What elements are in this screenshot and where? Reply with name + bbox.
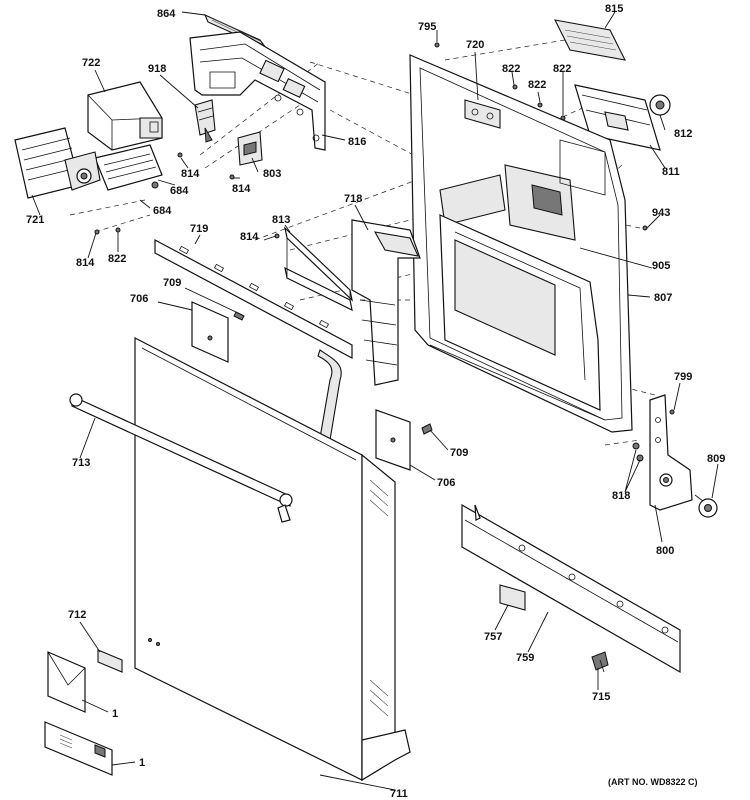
callout-811: 811 bbox=[662, 166, 680, 178]
callout-816: 816 bbox=[348, 136, 366, 148]
callout-818: 818 bbox=[612, 490, 630, 502]
outer-door-panel bbox=[134, 337, 411, 782]
motor-721 bbox=[14, 127, 101, 199]
callout-822-d: 822 bbox=[108, 253, 126, 265]
callout-822-b: 822 bbox=[528, 79, 546, 91]
callout-720: 720 bbox=[466, 39, 484, 51]
insulation-706-lower bbox=[375, 409, 411, 471]
control-panel-719 bbox=[154, 239, 353, 441]
callout-814-a: 814 bbox=[181, 168, 200, 180]
label-757 bbox=[499, 584, 526, 611]
screw-709 bbox=[233, 311, 433, 435]
handle-bar-713 bbox=[69, 393, 293, 523]
wheel-809 bbox=[694, 494, 718, 518]
leader-lines bbox=[31, 11, 719, 791]
control-bracket-816 bbox=[189, 31, 326, 151]
badge-712 bbox=[97, 649, 123, 673]
callout-822-a: 822 bbox=[502, 63, 520, 75]
washer-818 bbox=[632, 442, 644, 462]
callout-757: 757 bbox=[484, 631, 502, 643]
callout-684-a: 684 bbox=[170, 185, 189, 197]
callout-795: 795 bbox=[418, 21, 436, 33]
inner-door-panel-807 bbox=[409, 54, 633, 433]
connector-684 bbox=[94, 144, 163, 191]
callout-809: 809 bbox=[707, 453, 725, 465]
callout-709-a: 709 bbox=[163, 277, 181, 289]
callout-803: 803 bbox=[263, 168, 281, 180]
bracket-813 bbox=[284, 226, 353, 312]
callout-814-d: 814 bbox=[76, 257, 95, 269]
callout-715: 715 bbox=[592, 691, 610, 703]
callout-722: 722 bbox=[82, 57, 100, 69]
knob-812 bbox=[649, 94, 671, 116]
callout-706-a: 706 bbox=[130, 293, 148, 305]
vent-duct-718 bbox=[351, 219, 421, 386]
callout-822-c: 822 bbox=[553, 63, 571, 75]
callout-905: 905 bbox=[652, 260, 670, 272]
kick-plate-759 bbox=[461, 503, 681, 674]
callout-800: 800 bbox=[656, 545, 674, 557]
hinge-800 bbox=[649, 394, 693, 511]
screw-715 bbox=[591, 651, 609, 673]
callout-1-a: 1 bbox=[112, 708, 118, 720]
insulation-706-upper bbox=[191, 301, 229, 363]
callout-943: 943 bbox=[652, 207, 670, 219]
switch-918 bbox=[194, 99, 216, 143]
callout-759: 759 bbox=[516, 652, 534, 664]
callout-684-b: 684 bbox=[153, 205, 172, 217]
callout-709-b: 709 bbox=[450, 447, 468, 459]
callout-711: 711 bbox=[390, 788, 408, 800]
callout-814-c: 814 bbox=[240, 231, 259, 243]
callout-706-b: 706 bbox=[437, 477, 455, 489]
callout-815: 815 bbox=[605, 3, 623, 15]
literature-pack-1-lower bbox=[44, 721, 113, 776]
callout-807: 807 bbox=[654, 292, 672, 304]
handle-housing-811 bbox=[574, 84, 661, 151]
callout-812: 812 bbox=[674, 128, 692, 140]
switch-803 bbox=[237, 131, 263, 166]
callout-721: 721 bbox=[26, 214, 44, 226]
handle-cover-815 bbox=[554, 19, 626, 61]
callout-718: 718 bbox=[344, 193, 362, 205]
electronic-module-722 bbox=[87, 81, 163, 151]
callout-719: 719 bbox=[190, 223, 208, 235]
art-number: (ART NO. WD8322 C) bbox=[608, 777, 698, 787]
callout-799: 799 bbox=[674, 371, 692, 383]
callout-1-b: 1 bbox=[139, 757, 145, 769]
literature-pack-1-upper bbox=[47, 651, 86, 713]
callout-814-b: 814 bbox=[232, 183, 251, 195]
callout-labels: 864 795 720 815 722 918 822 822 822 812 … bbox=[26, 3, 725, 800]
callout-864: 864 bbox=[157, 8, 176, 20]
callout-918: 918 bbox=[148, 63, 166, 75]
callout-813: 813 bbox=[272, 214, 290, 226]
callout-713: 713 bbox=[72, 457, 90, 469]
callout-712: 712 bbox=[68, 609, 86, 621]
